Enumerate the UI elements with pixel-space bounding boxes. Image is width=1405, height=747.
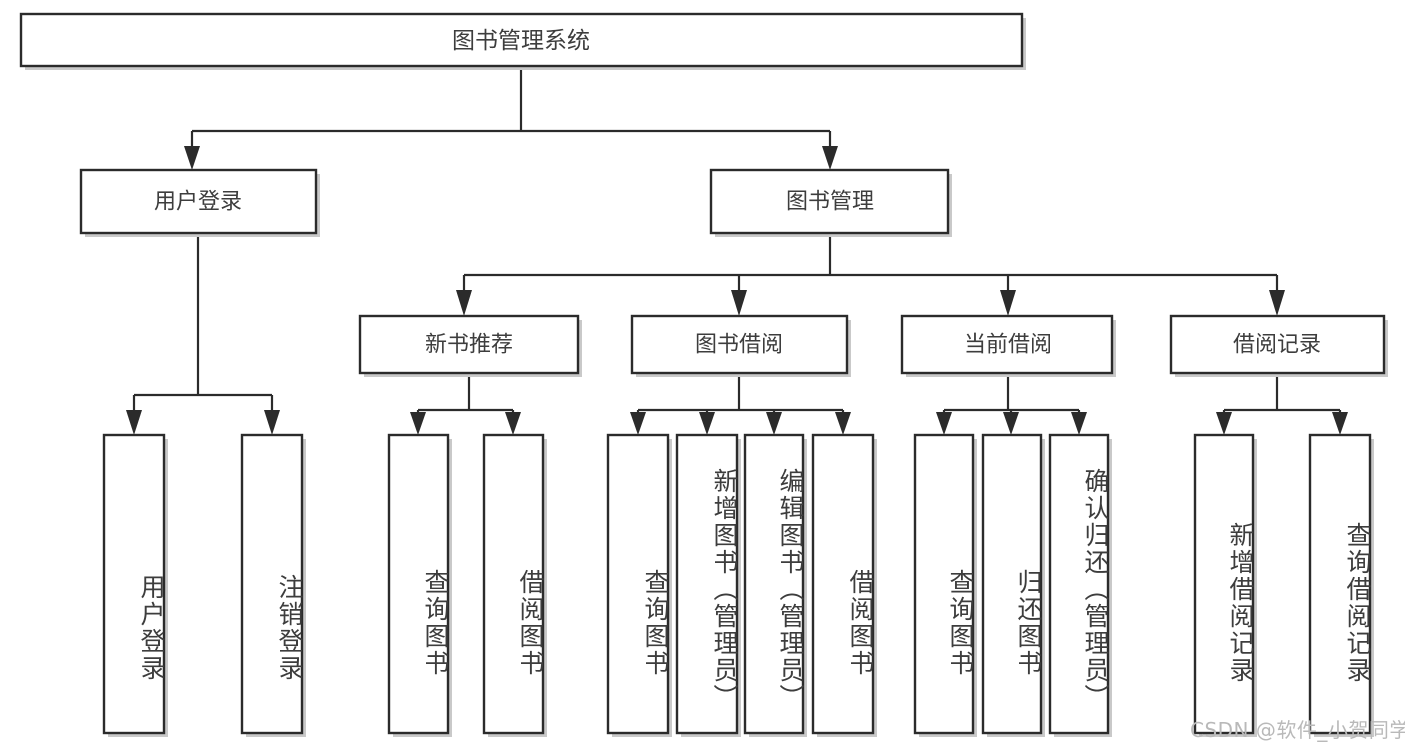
leaf-box-user-login[interactable]: [102, 433, 168, 737]
node-book-management[interactable]: 图书管理: [709, 168, 952, 237]
arrow-head-icon: [630, 412, 646, 435]
leaf-box-query-book-borrow[interactable]: [606, 433, 672, 737]
arrow-head-icon: [766, 412, 782, 435]
node-current-borrow[interactable]: 当前借阅: [900, 314, 1116, 377]
node-new-book-recommend[interactable]: 新书推荐: [358, 314, 582, 377]
connectors-currentborrow-to-leaves: [936, 373, 1087, 435]
arrow-head-icon: [699, 412, 715, 435]
arrow-head-icon: [410, 412, 426, 435]
arrow-head-icon: [1269, 290, 1285, 316]
leaf-box-confirm-return-admin[interactable]: [1048, 433, 1112, 737]
arrow-head-icon: [456, 290, 472, 316]
node-book-borrow[interactable]: 图书借阅: [630, 314, 851, 377]
node-root-system[interactable]: 图书管理系统: [19, 12, 1026, 70]
leaf-box-add-book-admin[interactable]: [675, 433, 741, 737]
leaf-box-query-book-current[interactable]: [913, 433, 977, 737]
arrow-head-icon: [731, 290, 747, 316]
leaf-box-edit-book-admin[interactable]: [743, 433, 807, 737]
arrow-head-icon: [505, 412, 521, 435]
arrow-head-icon: [936, 412, 952, 435]
arrow-head-icon: [126, 410, 142, 435]
connectors-bookborrow-to-leaves: [630, 373, 851, 435]
node-label-root-system: 图书管理系统: [452, 28, 590, 54]
node-label-book-management: 图书管理: [786, 190, 874, 215]
connectors-bookmgmt-to-level3: [456, 233, 1285, 316]
leaf-box-query-borrow-record[interactable]: [1308, 433, 1374, 737]
arrow-head-icon: [184, 146, 200, 170]
leaf-box-borrow-book-recommend[interactable]: [482, 433, 547, 737]
connectors-userlogin-to-leaves: [126, 233, 280, 435]
arrow-head-icon: [822, 146, 838, 170]
arrow-head-icon: [1000, 290, 1016, 316]
leaf-box-query-book-recommend[interactable]: [387, 433, 452, 737]
arrow-head-icon: [1071, 412, 1087, 435]
arrow-head-icon: [264, 410, 280, 435]
node-label-new-book-recommend: 新书推荐: [425, 333, 513, 358]
node-label-book-borrow: 图书借阅: [695, 333, 783, 358]
node-label-borrow-record: 借阅记录: [1233, 333, 1321, 358]
arrow-head-icon: [1003, 412, 1019, 435]
node-label-user-login: 用户登录: [154, 190, 242, 215]
node-borrow-record[interactable]: 借阅记录: [1169, 314, 1388, 377]
connectors-root-to-level2: [184, 70, 838, 170]
arrow-head-icon: [1216, 412, 1232, 435]
leaf-box-logout[interactable]: [240, 433, 306, 737]
connectors-borrowrecord-to-leaves: [1216, 373, 1348, 435]
connectors-newbook-to-leaves: [410, 373, 521, 435]
node-user-login[interactable]: 用户登录: [79, 168, 320, 237]
node-label-current-borrow: 当前借阅: [964, 333, 1052, 358]
arrow-head-icon: [1332, 412, 1348, 435]
leaf-box-borrow-book[interactable]: [811, 433, 877, 737]
leaf-box-add-borrow-record[interactable]: [1193, 433, 1257, 737]
arrow-head-icon: [835, 412, 851, 435]
watermark-text: CSDN @软件_小贺同学: [1190, 718, 1405, 742]
leaf-box-return-book[interactable]: [981, 433, 1045, 737]
